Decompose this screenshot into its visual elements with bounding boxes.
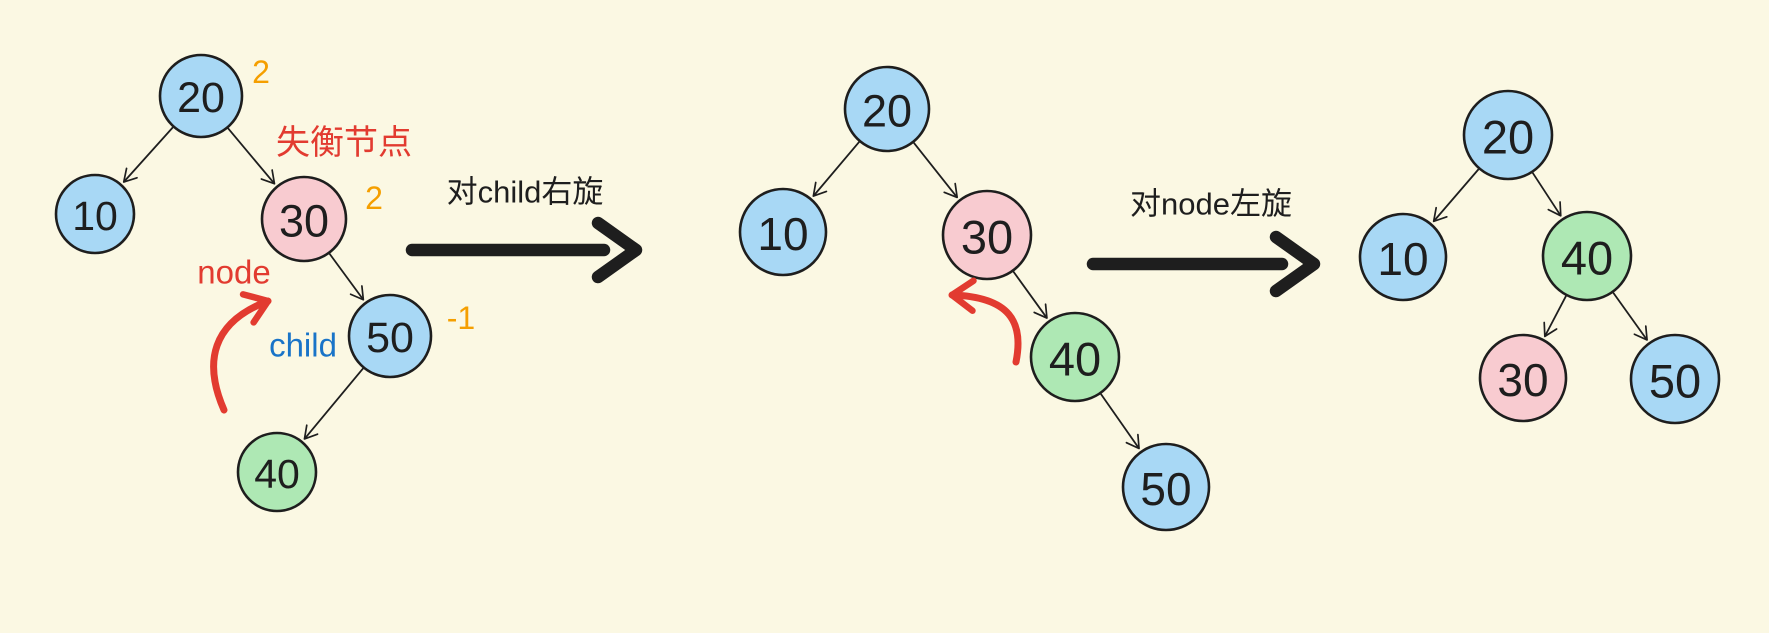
node-value: 40	[254, 451, 300, 497]
unbalanced-node-label: 失衡节点	[276, 124, 412, 162]
rotate-child-right-arrow: 对child右旋	[405, 175, 643, 284]
node-value: 30	[1497, 354, 1548, 406]
node-circle-10	[54, 173, 136, 255]
tree-edge-b50-b40	[303, 367, 364, 440]
child-label: child	[269, 327, 337, 364]
arrow-head	[591, 216, 643, 284]
tree-node-30-2: 30	[1478, 333, 1568, 423]
tree-node-10-1: 10	[738, 187, 828, 277]
node-circle-40	[1029, 311, 1121, 403]
tree-node-30-1: 30	[941, 189, 1033, 281]
tree-node-10-0: 10	[54, 173, 136, 255]
node-value: 10	[1377, 233, 1428, 285]
tree-node-10-2: 10	[1358, 212, 1448, 302]
arrow-label: 对child右旋	[447, 175, 604, 210]
tree-after-child-right-rotation: 20 10 30 40 50	[738, 65, 1211, 532]
arrow-label: 对node左旋	[1130, 187, 1292, 222]
rotate-node-left-arrow: 对node左旋	[1086, 187, 1321, 298]
tree-node-50-1: 50	[1121, 442, 1211, 532]
tree-edge-a40-a50	[1612, 292, 1648, 341]
balance-factor-50: -1	[447, 300, 475, 336]
tree-node-40-1: 40	[1029, 311, 1121, 403]
tree-edge-b20-b30	[227, 127, 276, 185]
node-circle-20	[158, 53, 244, 139]
node-value: 50	[366, 314, 414, 362]
node-circle-20	[843, 65, 931, 153]
node-circle-10	[1358, 212, 1448, 302]
tree-node-50-2: 50	[1629, 333, 1721, 425]
arrow-head	[1269, 230, 1321, 298]
node-value: 20	[177, 74, 225, 122]
tree-edge-b30-b50	[328, 253, 365, 301]
tree-edge-m20-m10	[812, 141, 860, 197]
balance-factor-30: 2	[365, 180, 383, 216]
tree-after-node-left-rotation: 20 10 40 30 50	[1358, 89, 1721, 425]
node-circle-10	[738, 187, 828, 277]
node-circle-30	[941, 189, 1033, 281]
node-value: 20	[1482, 111, 1534, 164]
node-value: 30	[279, 196, 329, 247]
node-circle-30	[260, 175, 348, 263]
balance-factor-20: 2	[252, 54, 270, 90]
tree-node-30-0: 30	[260, 175, 348, 263]
node-value: 50	[1140, 463, 1191, 515]
tree-edge-m30-m40	[1012, 270, 1048, 319]
node-value: 40	[1561, 232, 1613, 285]
tree-node-20-0: 20	[158, 53, 244, 139]
node-value: 30	[961, 211, 1013, 264]
node-circle-50	[1121, 442, 1211, 532]
tree-edge-a20-a40	[1531, 172, 1562, 217]
tree-edge-m40-m50	[1100, 393, 1140, 450]
tree-node-40-2: 40	[1541, 210, 1633, 302]
tree-edge-a40-a30	[1543, 295, 1567, 338]
node-label: node	[197, 254, 270, 291]
node-value: 20	[862, 86, 912, 137]
tree-node-50-0: 50	[347, 293, 433, 379]
pointer-to-node-arrow	[210, 291, 272, 414]
tree-before-rotation: 20 10 30 50 40	[54, 53, 433, 513]
tree-node-40-0: 40	[236, 431, 318, 513]
tree-edge-m20-m30	[913, 142, 959, 199]
node-circle-30	[1478, 333, 1568, 423]
tree-node-20-1: 20	[843, 65, 931, 153]
node-circle-40	[1541, 210, 1633, 302]
tree-edge-a20-a10	[1432, 168, 1480, 223]
node-value: 10	[72, 193, 118, 239]
node-value: 10	[757, 208, 808, 260]
node-value: 50	[1649, 355, 1701, 408]
node-circle-50	[1629, 333, 1721, 425]
rotate-left-hint-arrow	[948, 277, 1022, 366]
tree-edge-b20-b10	[122, 126, 174, 183]
node-circle-20	[1462, 89, 1554, 181]
node-value: 40	[1049, 333, 1101, 386]
node-circle-40	[236, 431, 318, 513]
tree-node-20-2: 20	[1462, 89, 1554, 181]
node-circle-50	[347, 293, 433, 379]
